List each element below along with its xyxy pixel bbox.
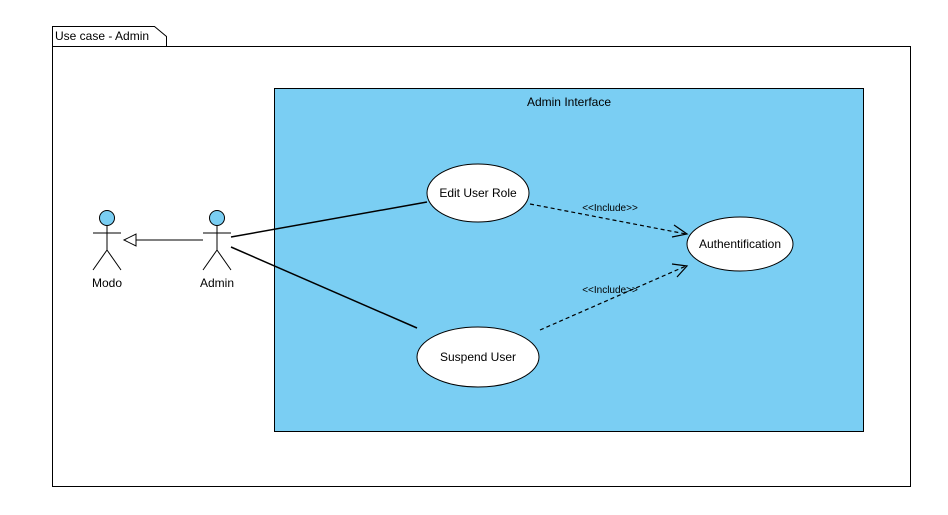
actor-admin-head: [209, 210, 225, 226]
association-admin-suspend-user: [230, 246, 418, 329]
association-admin-edit-user-role: [230, 201, 428, 238]
use-case-authentification[interactable]: Authentification: [686, 216, 794, 272]
include-suspend-to-auth: <<Include>>: [539, 263, 689, 331]
use-case-suspend-user[interactable]: Suspend User: [416, 326, 540, 388]
include-edit-to-auth: <<Include>>: [529, 203, 689, 238]
frame-title: Use case - Admin: [55, 29, 149, 43]
include-label-1: <<Include>>: [582, 203, 638, 214]
include-label-2: <<Include>>: [582, 285, 638, 296]
use-case-edit-user-role-label: Edit User Role: [439, 186, 517, 200]
generalization-admin-modo: [122, 233, 203, 247]
actor-modo-label: Modo: [92, 276, 122, 290]
actor-admin-label: Admin: [200, 276, 234, 290]
use-case-authentification-label: Authentification: [699, 237, 781, 251]
system-boundary-label: Admin Interface: [527, 95, 611, 109]
actor-admin[interactable]: Admin: [200, 210, 234, 291]
actor-modo[interactable]: Modo: [92, 210, 122, 291]
use-case-edit-user-role[interactable]: Edit User Role: [426, 163, 530, 223]
frame-tab: [52, 26, 167, 47]
use-case-suspend-user-label: Suspend User: [440, 350, 516, 364]
actor-modo-head: [99, 210, 115, 226]
